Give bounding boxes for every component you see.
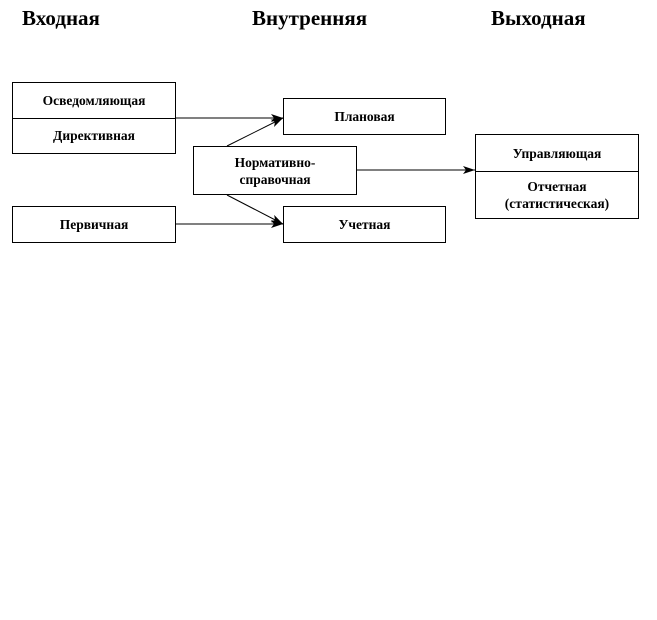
box-primary: Первичная (12, 206, 176, 243)
box-informing: Осведомляющая (42, 92, 146, 108)
box-normative: Нормативно- справочная (193, 146, 357, 195)
box-reporting: Отчетная (статистическая) (476, 171, 638, 218)
heading-internal: Внутренняя (252, 6, 368, 30)
box-normative-line1: Нормативно- (234, 154, 316, 170)
arrow-normative-to-accounting (226, 194, 284, 225)
box-directive: Директивная (13, 117, 175, 154)
heading-output: Выходная (491, 6, 586, 30)
box-reporting-line2: (статистическая) (504, 196, 610, 211)
box-normative-line2: справочная (239, 171, 311, 187)
output-box: Управляющая Отчетная (статистическая) (475, 134, 639, 219)
heading-input: Входная (22, 6, 100, 30)
box-accounting: Учетная (283, 206, 446, 243)
box-reporting-line1: Отчетная (527, 179, 587, 194)
box-planned: Плановая (283, 98, 446, 135)
box-managing: Управляющая (512, 145, 602, 161)
input-box: Осведомляющая Директивная (12, 82, 176, 154)
arrow-normative-to-planned (226, 117, 284, 147)
